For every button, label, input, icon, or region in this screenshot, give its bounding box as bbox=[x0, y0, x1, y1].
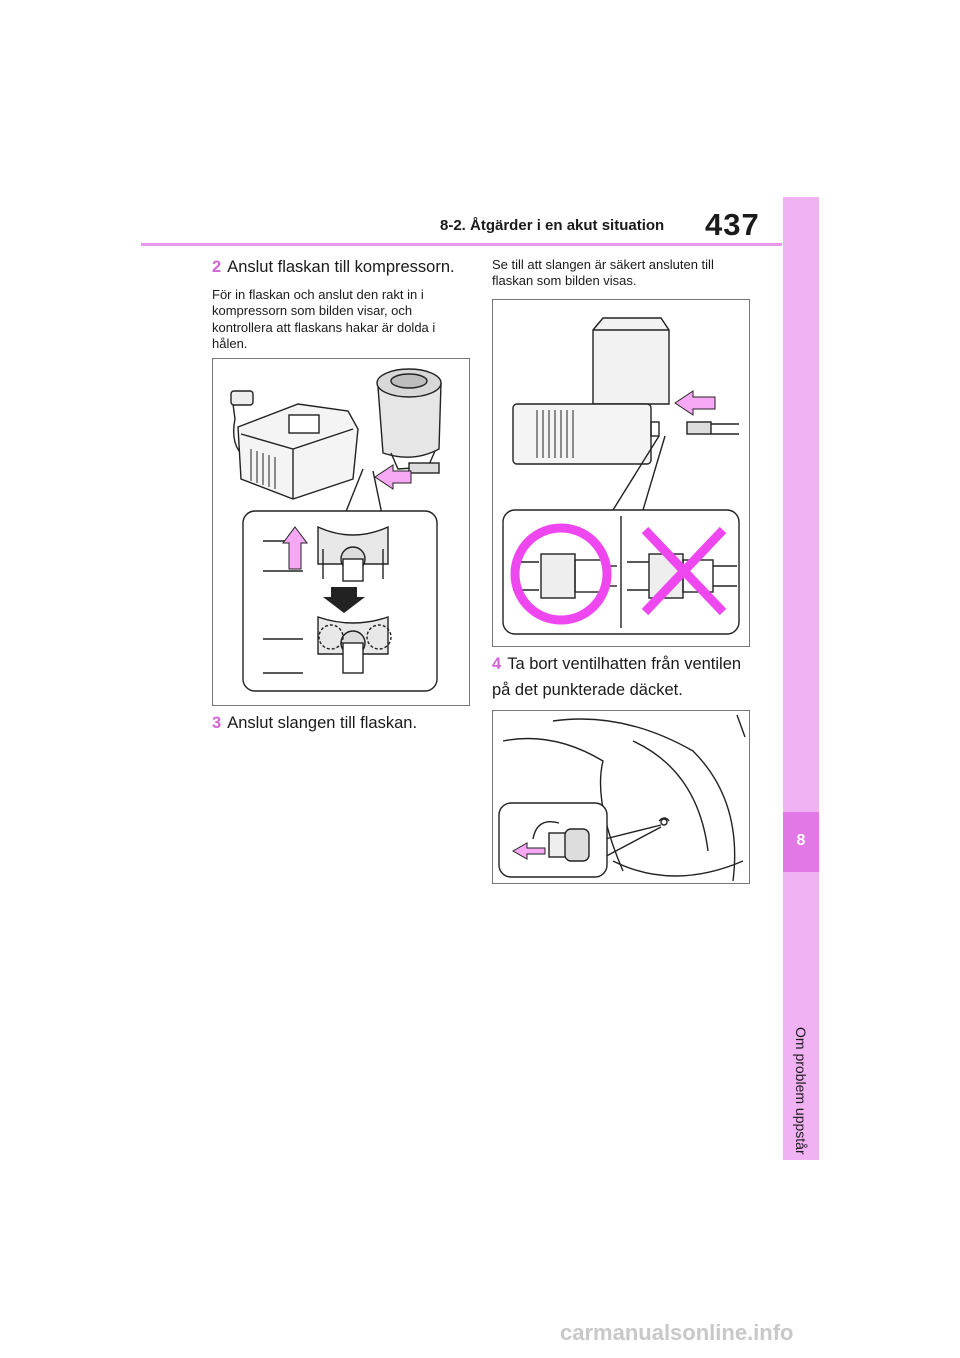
chapter-label: Om problem uppstår bbox=[793, 1027, 809, 1155]
step-4-number: 4 bbox=[492, 655, 502, 673]
valve-cap-illustration bbox=[498, 714, 746, 882]
figure-valve-cap bbox=[492, 710, 750, 884]
intro-paragraph: Se till att slangen är säkert ansluten t… bbox=[492, 257, 714, 289]
chapter-side-tab bbox=[783, 197, 819, 1160]
figure-hose-connection bbox=[492, 299, 750, 647]
watermark: carmanualsonline.info bbox=[560, 1320, 794, 1345]
header-rule bbox=[141, 243, 782, 246]
page-number: 437 bbox=[705, 207, 760, 242]
step-4-text: Ta bort ventilhatten från ventilen på de… bbox=[492, 655, 742, 699]
step-2-paragraph: För in flaskan och anslut den rakt in i … bbox=[212, 287, 436, 351]
chapter-number: 8 bbox=[796, 832, 806, 849]
step-3-number: 3 bbox=[212, 714, 222, 732]
step-3: 3 Anslut slangen till flaskan. bbox=[212, 712, 472, 734]
step-2-text: Anslut flaskan till kompressorn. bbox=[227, 258, 455, 276]
hose-connection-illustration bbox=[502, 317, 740, 635]
section-title: 8-2. Åtgärder i en akut situation bbox=[440, 217, 665, 234]
figure-bottle-compressor bbox=[212, 358, 470, 706]
step-3-text: Anslut slangen till flaskan. bbox=[227, 714, 418, 732]
bottle-compressor-illustration bbox=[230, 368, 442, 692]
chapter-number-tab: 8 bbox=[783, 812, 819, 872]
step-2-number: 2 bbox=[212, 258, 222, 276]
step-2: 2 Anslut flaskan till kompressorn. bbox=[212, 256, 472, 278]
